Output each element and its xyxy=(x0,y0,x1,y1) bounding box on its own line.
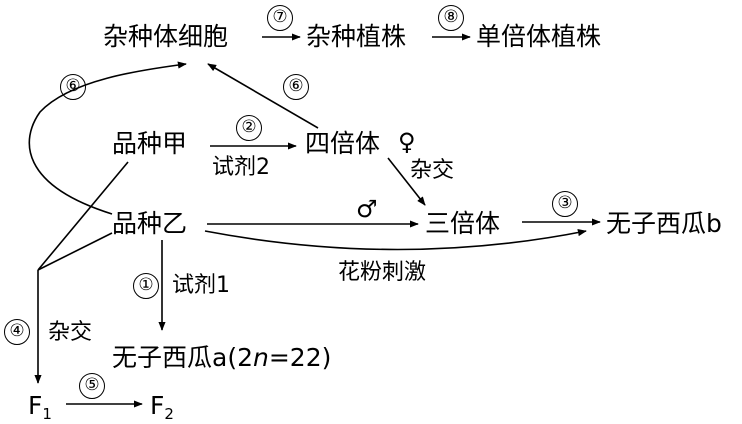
node-variety-b: 品种乙 xyxy=(112,209,188,238)
step-3-marker: ③ xyxy=(552,191,578,217)
node-hybrid-cell: 杂种体细胞 xyxy=(103,22,229,51)
label-reagent-2: 试剂2 xyxy=(212,155,270,180)
seedless-a-n: n xyxy=(252,343,269,372)
node-triploid: 三倍体 xyxy=(425,209,501,238)
f2-subscript: 2 xyxy=(164,405,174,423)
node-variety-a: 品种甲 xyxy=(112,129,188,158)
step-6-left-marker: ⑥ xyxy=(60,74,86,100)
f1-letter: F xyxy=(28,391,43,420)
node-haploid-plant: 单倍体植株 xyxy=(476,22,602,51)
f1-subscript: 1 xyxy=(42,405,52,423)
cross-line-variety-b xyxy=(37,232,113,271)
node-f2: F2 xyxy=(150,393,174,422)
seedless-a-suffix: =22) xyxy=(268,343,332,372)
node-f1: F1 xyxy=(28,393,52,422)
node-hybrid-plant: 杂种植株 xyxy=(306,22,407,51)
node-seedless-a: 无子西瓜a(2n=22) xyxy=(112,345,331,370)
f2-letter: F xyxy=(150,391,165,420)
label-pollen-stimulus: 花粉刺激 xyxy=(338,260,427,285)
label-cross-right: 杂交 xyxy=(410,158,455,183)
cross-line-variety-a xyxy=(37,161,129,271)
step-7-marker: ⑦ xyxy=(267,5,293,31)
arrow-step6-right xyxy=(207,63,319,129)
label-reagent-1: 试剂1 xyxy=(172,273,230,298)
arrow-step6-left xyxy=(28,61,187,215)
step-6-right-marker: ⑥ xyxy=(283,74,309,100)
arrow-tetraploid-to-triploid xyxy=(387,157,426,206)
step-1-marker: ① xyxy=(133,273,159,299)
step-8-marker: ⑧ xyxy=(438,5,464,31)
arrow-pollen-stimulus xyxy=(204,229,587,251)
step-5-marker: ⑤ xyxy=(79,373,105,399)
step-4-marker: ④ xyxy=(4,319,30,345)
node-seedless-b: 无子西瓜b xyxy=(606,209,722,238)
node-tetraploid: 四倍体 xyxy=(305,129,381,158)
step-2-marker: ② xyxy=(236,115,262,141)
male-symbol: ♂ xyxy=(356,195,378,223)
female-symbol: ♀ xyxy=(398,128,416,156)
label-cross-left: 杂交 xyxy=(48,320,93,345)
seedless-a-prefix: 无子西瓜a(2 xyxy=(112,343,253,372)
